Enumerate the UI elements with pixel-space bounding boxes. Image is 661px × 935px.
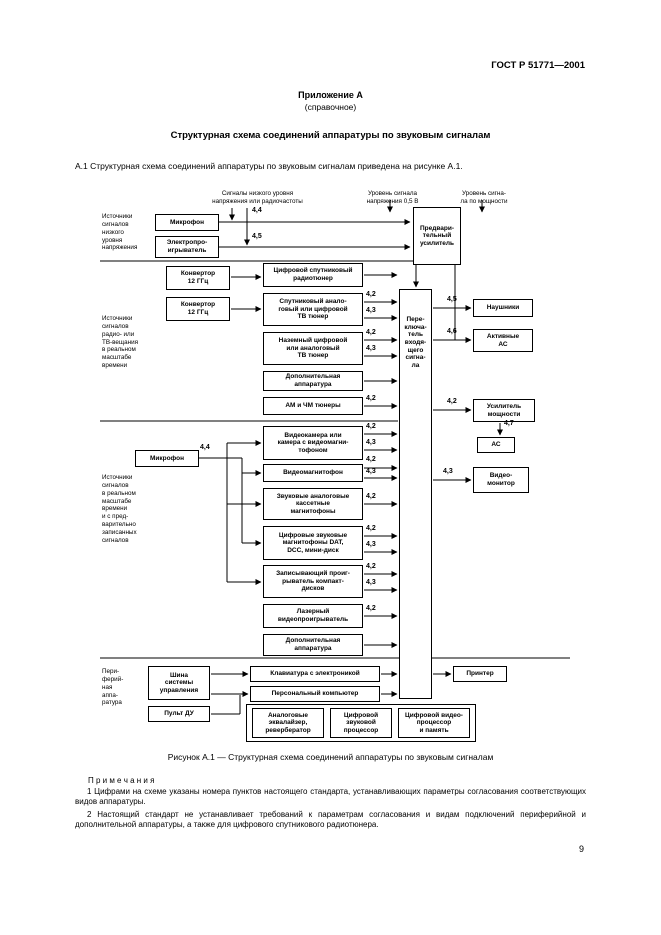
box-satellite-tv-tuner: Спутниковый анало- говый или цифровой ТВ… bbox=[263, 293, 363, 326]
page-title: Структурная схема соединений аппаратуры … bbox=[170, 130, 491, 141]
processor-group-frame bbox=[246, 704, 476, 742]
side-label-peripheral: Пери- ферий- ная аппа- ратура bbox=[102, 668, 124, 707]
arrow-label-20: 4,2 bbox=[366, 563, 376, 570]
arrow-label-19: 4,3 bbox=[366, 541, 376, 548]
side-label-recorded-sources: Источники сигналов в реальном масштабе в… bbox=[102, 474, 137, 544]
box-headphones: Наушники bbox=[473, 299, 533, 317]
arrow-label-22: 4,2 bbox=[366, 605, 376, 612]
box-additional-equipment-1: Дополнительная аппаратура bbox=[263, 371, 363, 391]
box-power-amplifier: Усилитель мощности bbox=[473, 399, 535, 422]
arrow-label-1: 4,5 bbox=[252, 233, 262, 240]
box-digital-recorders: Цифровые звуковые магнитофоны DAT, DCC, … bbox=[263, 526, 363, 560]
arrow-label-8: 4,6 bbox=[447, 328, 457, 335]
box-keyboard: Клавиатура с электроникой bbox=[250, 666, 380, 682]
box-microphone-top: Микрофон bbox=[155, 214, 219, 231]
box-converter-12ghz-1: Конвертор 12 ГГц bbox=[166, 266, 230, 290]
box-video-camera: Видеокамера или камера с видеомагни- тоф… bbox=[263, 426, 363, 460]
box-turntable: Электропро- игрыватель bbox=[155, 236, 219, 258]
arrow-label-4: 4,2 bbox=[366, 329, 376, 336]
arrow-label-5: 4,3 bbox=[366, 345, 376, 352]
box-laser-video-player: Лазерный видеопроигрыватель bbox=[263, 604, 363, 628]
box-vcr: Видеомагнитофон bbox=[263, 464, 363, 482]
arrow-label-14: 4,3 bbox=[366, 439, 376, 446]
arrow-label-18: 4,2 bbox=[366, 525, 376, 532]
notes-heading: П р и м е ч а н и я bbox=[88, 776, 155, 785]
box-digital-audio-processor: Цифровой звуковой процессор bbox=[330, 708, 392, 738]
box-microphone-2: Микрофон bbox=[135, 450, 199, 467]
box-analog-equalizer: Аналоговые эквалайзер, ревербератор bbox=[252, 708, 324, 738]
column-header-low-level: Сигналы низкого уровня напряжения или ра… bbox=[212, 190, 303, 205]
arrow-label-6: 4,2 bbox=[366, 395, 376, 402]
arrow-label-7: 4,5 bbox=[447, 296, 457, 303]
intro-paragraph: А.1 Структурная схема соединений аппарат… bbox=[75, 161, 463, 171]
arrow-label-9: 4,2 bbox=[447, 398, 457, 405]
figure-caption: Рисунок А.1 — Структурная схема соединен… bbox=[167, 752, 494, 762]
box-speakers: АС bbox=[477, 437, 515, 453]
appendix-label: Приложение А bbox=[298, 90, 363, 100]
arrow-label-10: 4,7 bbox=[504, 420, 514, 427]
box-printer: Принтер bbox=[453, 666, 507, 682]
page-number: 9 bbox=[578, 844, 584, 854]
note-2: 2 Настоящий стандарт не устанавливает тр… bbox=[75, 810, 586, 830]
box-input-switch: Пере- ключа- тель входя- щего сигна- ла bbox=[399, 289, 432, 699]
box-active-speakers: Активные АС bbox=[473, 329, 533, 352]
box-remote-control: Пульт ДУ bbox=[148, 706, 210, 722]
arrow-label-0: 4,4 bbox=[252, 207, 262, 214]
arrow-label-11: 4,3 bbox=[443, 468, 453, 475]
side-label-low-level-sources: Источники сигналов низкого уровня напряж… bbox=[102, 213, 138, 252]
box-cassette-recorders: Звуковые аналоговые кассетные магнитофон… bbox=[263, 488, 363, 520]
box-cd-recorder: Записывающий проиг- рыватель компакт- ди… bbox=[263, 565, 363, 598]
arrow-label-13: 4,2 bbox=[366, 423, 376, 430]
arrow-label-2: 4,2 bbox=[366, 291, 376, 298]
arrow-label-21: 4,3 bbox=[366, 579, 376, 586]
column-header-voltage-level: Уровень сигнала напряжения 0,5 В bbox=[366, 190, 419, 205]
box-additional-equipment-2: Дополнительная аппаратура bbox=[263, 634, 363, 656]
box-control-bus: Шина системы управления bbox=[148, 666, 210, 700]
box-converter-12ghz-2: Конвертор 12 ГГц bbox=[166, 297, 230, 321]
arrow-label-12: 4,4 bbox=[200, 444, 210, 451]
arrow-label-16: 4,3 bbox=[366, 468, 376, 475]
appendix-kind: (справочное) bbox=[304, 102, 357, 112]
box-terrestrial-tv-tuner: Наземный цифровой или аналоговый ТВ тюне… bbox=[263, 332, 363, 365]
box-preamplifier: Предвари- тельный усилитель bbox=[413, 207, 461, 265]
box-digital-video-processor: Цифровой видео- процессор и память bbox=[398, 708, 470, 738]
arrow-label-17: 4,2 bbox=[366, 493, 376, 500]
side-label-broadcast-sources: Источники сигналов радио- или ТВ-вещания… bbox=[102, 315, 139, 370]
arrow-label-3: 4,3 bbox=[366, 307, 376, 314]
doc-number: ГОСТ Р 51771—2001 bbox=[491, 60, 585, 71]
box-video-monitor: Видео- монитор bbox=[473, 467, 529, 493]
column-header-power-level: Уровень сигна- ла по мощности bbox=[460, 190, 508, 205]
box-personal-computer: Персональный компьютер bbox=[250, 686, 380, 702]
arrow-label-15: 4,2 bbox=[366, 456, 376, 463]
box-satellite-radio-tuner: Цифровой спутниковый радиотюнер bbox=[263, 263, 363, 287]
note-1: 1 Цифрами на схеме указаны номера пункто… bbox=[75, 787, 586, 807]
box-am-fm-tuners: АМ и ЧМ тюнеры bbox=[263, 397, 363, 415]
